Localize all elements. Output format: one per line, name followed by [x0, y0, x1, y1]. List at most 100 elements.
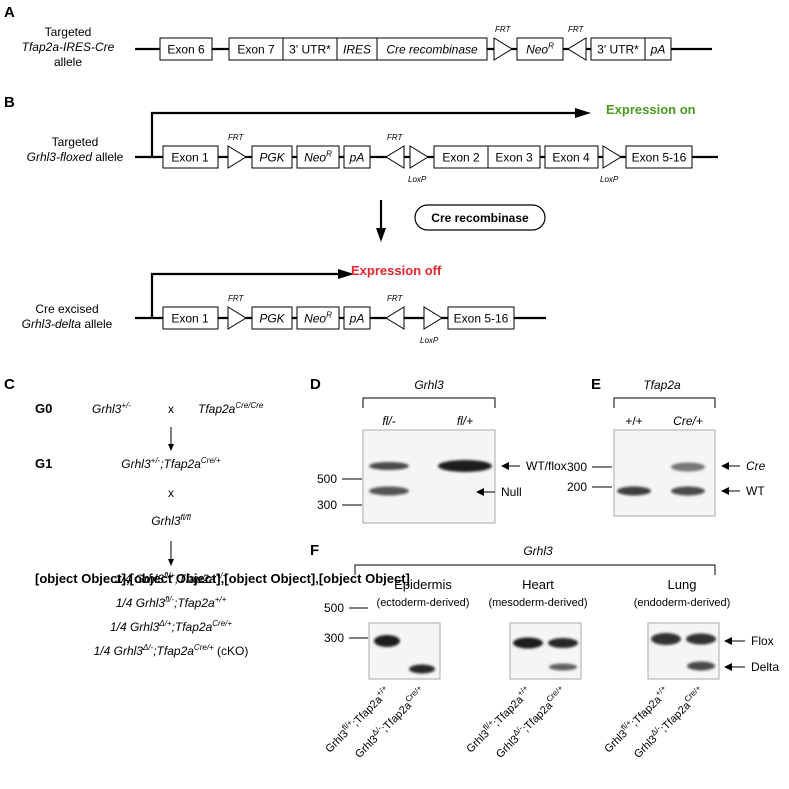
b-expression-on-arrowhead	[575, 108, 591, 118]
a-allele-label-2: Tfap2a-IRES-Cre	[22, 40, 115, 54]
f-band-flox-lane2	[686, 634, 716, 645]
b-delta-loxp-label: LoxP	[420, 336, 439, 345]
a-cre-label: Cre recombinase	[386, 43, 478, 57]
c-g0-cross: x	[168, 402, 174, 416]
c-g1-cross: x	[168, 486, 174, 500]
e-band-wt-lane1	[617, 487, 651, 496]
d-lane-2: fl/+	[457, 414, 473, 428]
f-band-flox-lane1	[374, 635, 400, 647]
b-exon4-label: Exon 4	[552, 151, 590, 165]
d-lane-1: fl/-	[382, 414, 395, 428]
b-exon2-label: Exon 2	[442, 151, 480, 165]
b-pa-label: pA	[349, 151, 365, 165]
b-floxed-label-1: Targeted	[52, 135, 99, 149]
a-ires-label: IRES	[343, 43, 371, 57]
f-lane-label-1: Grhl3fl/+;Tfap2a+/+	[600, 683, 672, 755]
d-marker-300: 300	[317, 498, 337, 512]
b-floxed-label-2: Grhl3-floxed allele	[27, 150, 124, 164]
panel-label-e: E	[591, 376, 601, 393]
b-pgk-label: PGK	[259, 151, 285, 165]
e-wt-label: WT	[746, 484, 765, 498]
a-frt-label-2: FRT	[568, 25, 585, 34]
e-title: Tfap2a	[643, 378, 681, 392]
e-bracket	[614, 398, 715, 408]
b-delta-label-1: Cre excised	[35, 302, 98, 316]
c-g0-label: G0	[35, 401, 52, 416]
b-delta-frt-triangle-2	[386, 307, 404, 329]
panel-label-f: F	[310, 542, 319, 559]
f-delta-label: Delta	[751, 660, 779, 674]
b-delta-exon5-16-label: Exon 5-16	[454, 312, 509, 326]
d-band-wt-lane1	[369, 462, 409, 470]
b-expression-off-label: Expression off	[351, 263, 442, 278]
f-tissue-sub: (mesoderm-derived)	[488, 597, 587, 609]
f-band-flox-lane1	[513, 638, 543, 649]
a-exon6-label: Exon 6	[167, 43, 205, 57]
d-wt-label: WT/flox	[526, 459, 567, 473]
e-cre-label: Cre	[746, 459, 766, 473]
e-lane-1: +/+	[625, 414, 642, 428]
b-delta-frt-label-1: FRT	[228, 294, 245, 303]
e-marker-300: 300	[567, 460, 587, 474]
e-band-wt-lane2	[671, 487, 705, 496]
e-wt-arrowhead	[721, 487, 729, 495]
b-delta-loxp-triangle	[424, 307, 442, 329]
e-gel	[614, 430, 715, 516]
f-flox-arrowhead	[724, 637, 732, 645]
f-band-delta-lane2	[549, 664, 577, 671]
a-exon7-label: Exon 7	[237, 43, 275, 57]
b-frt-triangle-1	[228, 146, 246, 168]
f-tissue-name: Epidermis	[394, 577, 452, 592]
b-exon3-label: Exon 3	[495, 151, 533, 165]
b-loxp-label-1: LoxP	[408, 175, 427, 184]
f-tissues: Epidermis (ectoderm-derived) Grhl3fl/+;Tfa…	[321, 577, 730, 761]
a-allele-label-3: allele	[54, 55, 82, 69]
c-g2-genotype: 1/4 Grhl3fl/-;Tfap2a+/+	[116, 595, 227, 610]
e-lane-2: Cre/+	[673, 414, 703, 428]
f-band-flox-lane1	[651, 633, 681, 645]
b-exon5-16-label: Exon 5-16	[632, 151, 687, 165]
d-wt-arrowhead	[501, 462, 509, 470]
d-marker-500: 500	[317, 472, 337, 486]
f-gel	[648, 623, 719, 679]
b-delta-exon1-label: Exon 1	[171, 312, 209, 326]
panel-label-b: B	[4, 94, 15, 111]
b-delta-pa-label: pA	[349, 312, 365, 326]
b-delta-label-2: Grhl3-delta allele	[22, 317, 113, 331]
d-band-wt-lane2	[438, 460, 492, 472]
e-band-cre-lane2	[671, 463, 705, 472]
a-frt-triangle-2	[568, 38, 586, 60]
d-band-null-lane1	[369, 487, 409, 496]
c-g1-label: G1	[35, 456, 52, 471]
b-down-arrowhead	[376, 228, 386, 242]
c-arrowhead-2	[168, 559, 174, 566]
b-exon1-label: Exon 1	[171, 151, 209, 165]
a-pa-label: pA	[650, 43, 666, 57]
b-delta-frt-label-2: FRT	[387, 294, 404, 303]
f-flox-label: Flox	[751, 634, 774, 648]
c-arrowhead-1	[168, 444, 174, 451]
b-loxp-triangle-1	[410, 146, 428, 168]
f-lane-label-1: Grhl3fl/+;Tfap2a+/+	[321, 683, 393, 755]
c-g1-partner: Grhl3fl/fl	[151, 513, 191, 528]
f-marker-300: 300	[324, 631, 344, 645]
d-bracket	[363, 398, 495, 408]
f-marker-500: 500	[324, 601, 344, 615]
f-delta-arrowhead	[724, 663, 732, 671]
e-marker-200: 200	[567, 480, 587, 494]
b-frt-label-2: FRT	[387, 133, 404, 142]
a-allele-label-1: Targeted	[45, 25, 92, 39]
f-band-delta-lane2	[409, 665, 435, 674]
b-frt-label-1: FRT	[228, 133, 245, 142]
f-title: Grhl3	[523, 544, 553, 558]
c-g0-right: Tfap2aCre/Cre	[198, 401, 264, 416]
d-gel	[363, 430, 495, 523]
panel-label-d: D	[310, 376, 321, 393]
f-lane-label-1: Grhl3fl/+;Tfap2a+/+	[462, 683, 534, 755]
f-band-delta-lane2	[687, 662, 715, 671]
d-title: Grhl3	[414, 378, 444, 392]
c-g2-genotype: 1/4 Grhl3Δ/+;Tfap2aCre/+	[110, 619, 232, 634]
f-tissue-sub: (ectoderm-derived)	[377, 597, 470, 609]
